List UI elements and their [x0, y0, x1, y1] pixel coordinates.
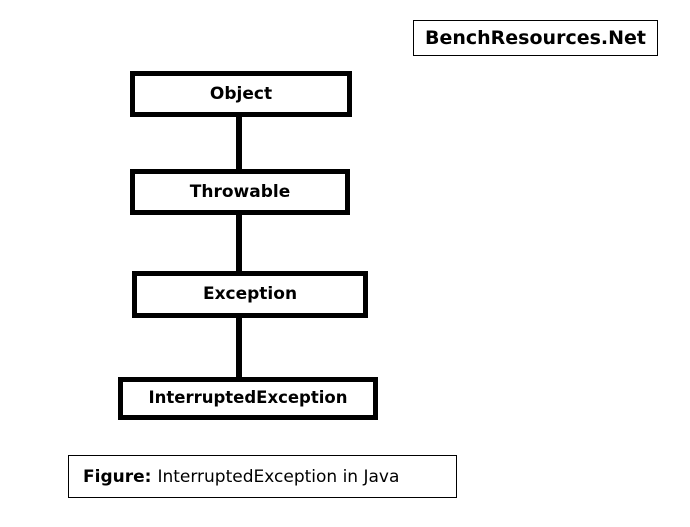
- brand-watermark-text: BenchResources.Net: [424, 27, 646, 49]
- figure-caption-text: InterruptedException in Java: [157, 466, 400, 487]
- connector-exception-to-interruptedexception: [236, 313, 242, 381]
- node-exception-label: Exception: [202, 284, 298, 304]
- figure-label: Figure:: [83, 466, 152, 487]
- connector-object-to-throwable: [236, 112, 242, 173]
- connector-throwable-to-exception: [236, 210, 242, 275]
- node-throwable: Throwable: [130, 169, 350, 215]
- node-throwable-label: Throwable: [189, 181, 291, 202]
- node-object: Object: [130, 71, 352, 117]
- node-interruptedexception: InterruptedException: [118, 377, 378, 420]
- node-exception: Exception: [132, 271, 368, 318]
- figure-caption-box: Figure: InterruptedException in Java: [68, 455, 457, 498]
- node-object-label: Object: [209, 83, 273, 104]
- node-interruptedexception-label: InterruptedException: [148, 388, 348, 408]
- brand-watermark-box: BenchResources.Net: [413, 20, 658, 56]
